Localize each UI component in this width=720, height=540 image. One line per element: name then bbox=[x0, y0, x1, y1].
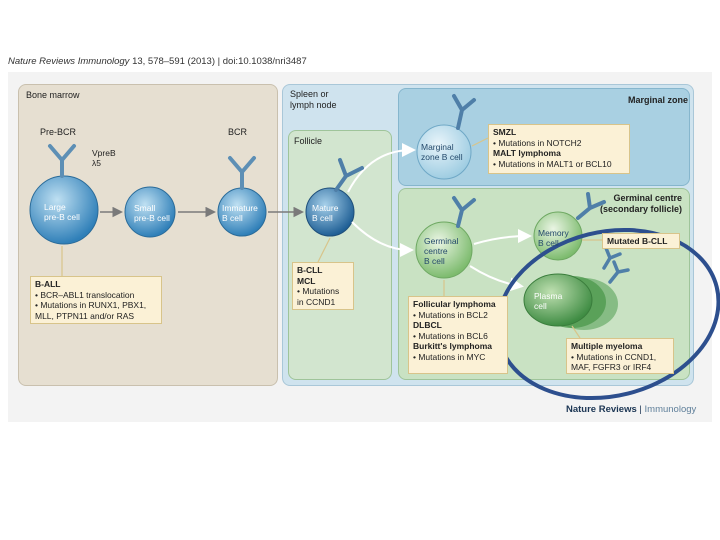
marginal-zone-b-label: Marginal zone B cell bbox=[421, 142, 463, 162]
b-cll-box: B-CLL MCL • Mutations in CCND1 bbox=[292, 262, 354, 310]
citation-details: 13, 578–591 (2013) | doi:10.1038/nri3487 bbox=[129, 56, 307, 67]
plasma-cell-label: Plasma cell bbox=[534, 291, 563, 311]
arrow-gc-to-plasma bbox=[469, 265, 524, 292]
pre-bcr-receptor bbox=[48, 144, 76, 178]
follicle-title: Follicle bbox=[294, 136, 323, 146]
mature-b-label: Mature B cell bbox=[312, 203, 339, 223]
marginal-zone-title: Marginal zone bbox=[628, 95, 689, 105]
spleen-title: Spleen or lymph node bbox=[290, 89, 337, 110]
small-pre-b-cell bbox=[124, 186, 176, 238]
arrow-gc-to-memory bbox=[473, 229, 532, 245]
bcr-receptor-immature bbox=[228, 156, 256, 190]
citation-journal: Nature Reviews Immunology bbox=[8, 56, 130, 67]
multiple-myeloma-box: Multiple myeloma • Mutations in CCND1, M… bbox=[566, 338, 674, 374]
arrow-mature-to-mz bbox=[347, 143, 416, 193]
immature-b-label: Immature B cell bbox=[222, 203, 258, 223]
large-pre-b-label: Large pre-B cell bbox=[44, 202, 80, 222]
bcr-receptor-mz bbox=[452, 94, 476, 130]
memory-b-label: Memory B cell bbox=[538, 228, 569, 248]
germinal-centre-b-label: Germinal centre B cell bbox=[424, 236, 459, 266]
publisher-logo: Nature Reviews | Immunology bbox=[566, 404, 697, 415]
citation: Nature Reviews Immunology 13, 578–591 (2… bbox=[8, 56, 307, 67]
germinal-centre-title: Germinal centre (secondary follicle) bbox=[599, 193, 682, 214]
mutated-b-cll-box: Mutated B-CLL bbox=[602, 233, 680, 249]
lambda5-label: λ5 bbox=[92, 158, 101, 168]
smzl-box: SMZL • Mutations in NOTCH2 MALT lymphoma… bbox=[488, 124, 630, 174]
antibody-plasma bbox=[602, 246, 630, 284]
bcr-receptor-mature bbox=[334, 158, 364, 192]
bcr-receptor-memory bbox=[576, 192, 606, 220]
plasma-cell bbox=[523, 273, 593, 327]
follicle-panel bbox=[288, 130, 392, 380]
pre-bcr-label: Pre-BCR bbox=[40, 127, 77, 137]
arrow-mature-to-gc bbox=[351, 221, 414, 257]
bcr-receptor-gc bbox=[452, 196, 476, 228]
small-pre-b-label: Small pre-B cell bbox=[134, 203, 170, 223]
bone-marrow-title: Bone marrow bbox=[26, 90, 80, 100]
germinal-centre-b-cell bbox=[415, 221, 473, 279]
mature-b-cell bbox=[305, 187, 355, 237]
follicular-lymphoma-box: Follicular lymphoma • Mutations in BCL2 … bbox=[408, 296, 508, 374]
vpreb-label: VpreB bbox=[92, 148, 116, 158]
b-all-box: B-ALL • BCR–ABL1 translocation • Mutatio… bbox=[30, 276, 162, 324]
bcr-label: BCR bbox=[228, 127, 248, 137]
marginal-zone-b-cell bbox=[416, 124, 472, 180]
